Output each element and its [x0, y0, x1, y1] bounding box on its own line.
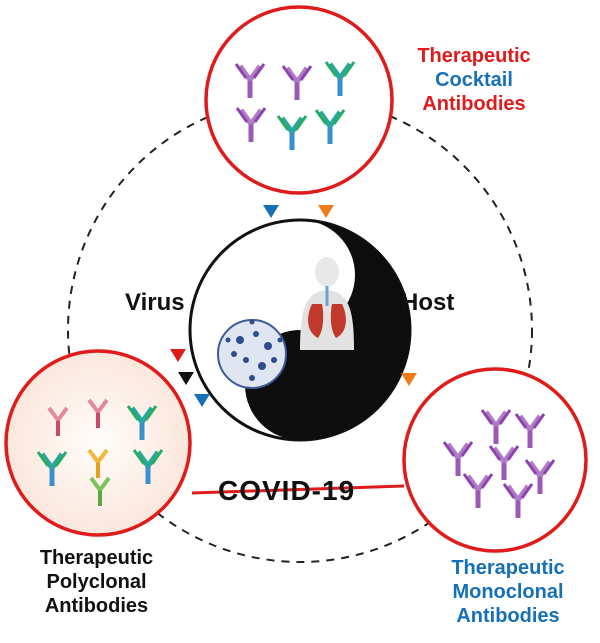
host-label: Host [401, 289, 455, 316]
label-line: Antibodies [44, 595, 149, 617]
virus-particle-icon [217, 319, 287, 389]
cocktail-antibodies-label: Therapeutic Cocktail Antibodies [394, 44, 554, 116]
monoclonal-antibodies-circle [402, 367, 588, 553]
label-line: Therapeutic [417, 45, 531, 67]
covid-label: COVID-19 [218, 475, 356, 506]
monoclonal-antibodies-label: Therapeutic Monoclonal Antibodies [418, 556, 598, 628]
polyclonal-antibodies-circle [4, 349, 192, 537]
covid-strike-line [191, 484, 405, 495]
label-line: Therapeutic [39, 547, 154, 569]
yin-yang-virus-host [188, 218, 412, 442]
label-line: Antibodies [422, 93, 526, 115]
human-lungs-icon [300, 257, 354, 350]
label-line: Cocktail [435, 69, 513, 91]
label-line: Antibodies [456, 605, 560, 627]
polyclonal-antibodies-label: Therapeutic Polyclonal Antibodies [4, 546, 189, 618]
triangle-marker-icon [170, 205, 417, 407]
label-line: Monoclonal [452, 581, 564, 603]
virus-label: Virus [125, 289, 185, 316]
cocktail-antibodies-circle [204, 5, 394, 195]
dashed-cycle-ring [67, 97, 533, 563]
label-line: Polyclonal [46, 571, 147, 593]
label-line: Therapeutic [451, 557, 565, 579]
